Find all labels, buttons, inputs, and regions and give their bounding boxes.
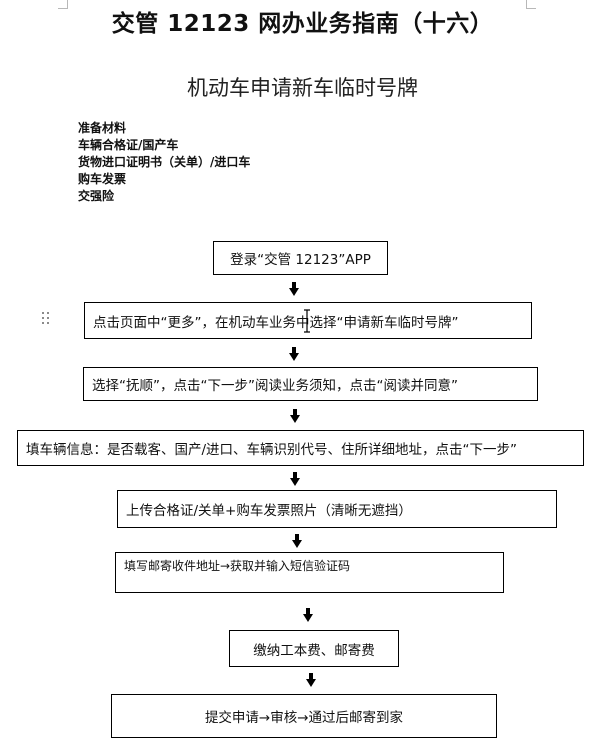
arrow-down-icon	[306, 673, 316, 687]
material-item: 货物进口证明书（关单）/进口车	[78, 155, 251, 169]
materials-list: 准备材料 车辆合格证/国产车 货物进口证明书（关单）/进口车 购车发票 交强险	[78, 120, 250, 205]
materials-heading: 准备材料	[78, 121, 127, 135]
arrow-down-icon	[290, 409, 300, 423]
arrow-down-icon	[289, 347, 299, 361]
flow-step-3-select-city: 选择“抚顺”，点击“下一步”阅读业务须知，点击“阅读并同意”	[83, 367, 538, 401]
flow-step-8-submit: 提交申请→审核→通过后邮寄到家	[111, 694, 497, 738]
arrow-down-icon	[290, 472, 300, 486]
flow-step-2-select-service: 点击页面中“更多”，在机动车业务中选择“申请新车临时号牌”	[84, 302, 532, 339]
drag-handle-icon[interactable]	[42, 312, 52, 326]
material-item: 交强险	[78, 189, 115, 203]
flow-step-6-mailing-address: 填写邮寄收件地址→获取并输入短信验证码	[115, 552, 504, 593]
material-item: 购车发票	[78, 172, 127, 186]
document-subtitle: 机动车申请新车临时号牌	[187, 76, 418, 100]
flow-step-1-login: 登录“交管 12123”APP	[213, 241, 388, 275]
flow-step-4-vehicle-info: 填车辆信息：是否载客、国产/进口、车辆识别代号、住所详细地址，点击“下一步”	[17, 430, 584, 466]
page-corner-mark-left	[58, 0, 68, 9]
arrow-down-icon	[292, 534, 302, 548]
flow-step-5-upload-photos: 上传合格证/关单+购车发票照片（清晰无遮挡）	[117, 490, 557, 528]
material-item: 车辆合格证/国产车	[78, 138, 179, 152]
arrow-down-icon	[289, 282, 299, 296]
arrow-down-icon	[303, 608, 313, 622]
document-title: 交管 12123 网办业务指南（十六）	[111, 11, 494, 37]
page-corner-mark-right	[526, 0, 536, 9]
flow-step-7-pay-fees: 缴纳工本费、邮寄费	[229, 630, 399, 667]
text-cursor-icon	[304, 309, 310, 333]
